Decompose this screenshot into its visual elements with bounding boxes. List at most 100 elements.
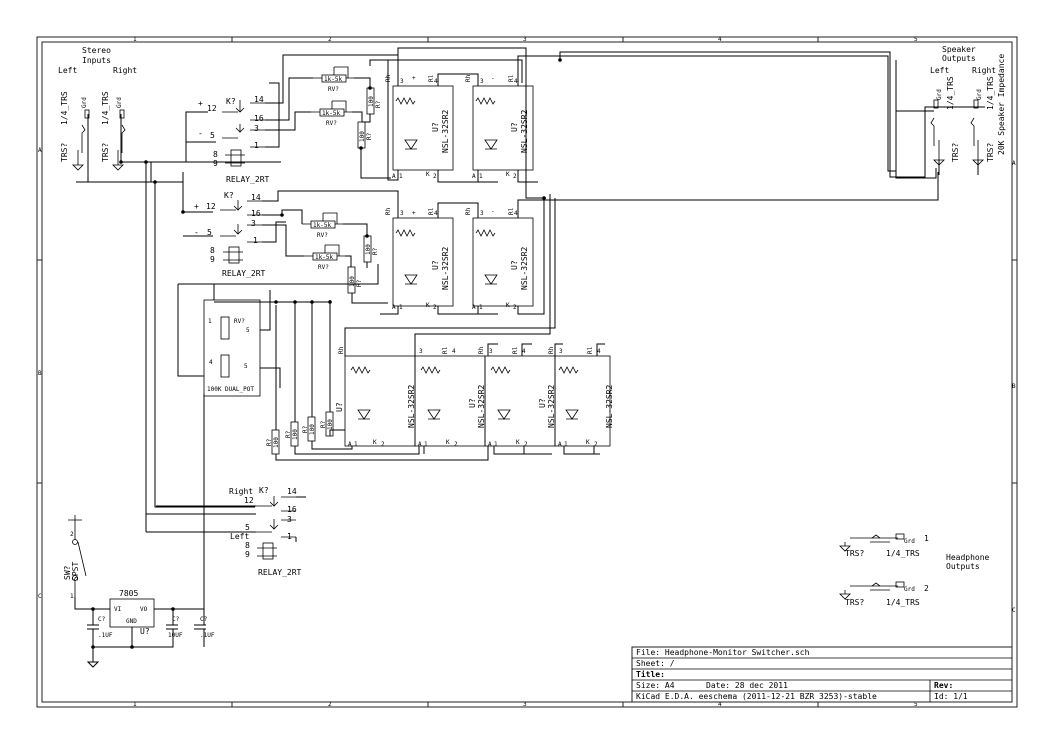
svg-text:1/4_TRS: 1/4_TRS [101, 91, 110, 125]
pot-rv4: 1k-5k RV? [304, 244, 345, 271]
svg-text:NSL-32SR2: NSL-32SR2 [441, 246, 450, 290]
resistor-r1: 100 R? [366, 87, 382, 115]
svg-text:-: - [491, 75, 495, 82]
svg-text:K: K [506, 171, 510, 178]
svg-text:R?: R? [320, 420, 327, 428]
svg-text:12: 12 [244, 496, 254, 505]
svg-text:1: 1 [208, 318, 212, 325]
svg-text:Rl: Rl [512, 346, 519, 354]
svg-text:2: 2 [433, 304, 437, 311]
svg-text:3: 3 [480, 78, 484, 85]
output-right-label: Right [972, 66, 996, 75]
svg-text:5: 5 [246, 327, 250, 334]
svg-text:SPST: SPST [71, 562, 80, 581]
svg-text:NSL-32SR2: NSL-32SR2 [477, 384, 486, 428]
svg-text:1: 1 [70, 593, 74, 600]
relay-k1: K? 14 + 12 16 3 - 5 1 8 9 RELAY_2RT [198, 95, 270, 184]
svg-text:Rl: Rl [428, 74, 435, 82]
sheet-frame [36, 36, 1018, 708]
column-labels-top: 1 2 3 4 5 [133, 36, 918, 43]
svg-text:TRS?: TRS? [951, 143, 960, 162]
svg-text:9: 9 [210, 255, 215, 264]
svg-text:Rh: Rh [338, 346, 345, 354]
svg-text:1/4_TRS: 1/4_TRS [886, 598, 920, 607]
svg-text:4: 4 [209, 359, 213, 366]
svg-text:1: 1 [287, 532, 292, 541]
svg-text:-: - [491, 208, 495, 215]
svg-text:16: 16 [251, 209, 261, 218]
output-left-label: Left [930, 66, 949, 75]
svg-text:U?: U? [538, 398, 547, 408]
svg-text:GND: GND [126, 618, 137, 625]
inputs-group-label-2: Inputs [82, 56, 111, 65]
title-block-sheet: Sheet: / [636, 659, 675, 668]
svg-text:2: 2 [70, 531, 74, 538]
svg-text:8: 8 [245, 541, 250, 550]
svg-text:8: 8 [210, 246, 215, 255]
svg-text:Rl: Rl [587, 346, 594, 354]
svg-text:5: 5 [207, 228, 212, 237]
svg-text:Rh: Rh [385, 207, 392, 215]
svg-text:100K DUAL_POT: 100K DUAL_POT [207, 386, 254, 393]
outputs-group-label-2: Outputs [942, 54, 976, 63]
title-block-rev: Rev: [934, 681, 953, 690]
svg-text:K?: K? [259, 486, 269, 495]
svg-text:14: 14 [287, 487, 297, 496]
svg-text:3: 3 [559, 348, 563, 355]
svg-text:C?: C? [98, 616, 106, 623]
svg-text:1: 1 [399, 304, 403, 311]
svg-text:3: 3 [400, 210, 404, 217]
col-label-2: 2 [328, 36, 332, 43]
svg-text:VO: VO [140, 606, 148, 613]
output-jack-right: 1/4_TRS Grd TRS? [970, 76, 995, 166]
svg-text:3: 3 [419, 348, 423, 355]
svg-text:Grd: Grd [81, 97, 88, 108]
svg-text:RV?: RV? [318, 264, 329, 271]
svg-text:1: 1 [253, 236, 258, 245]
svg-text:A: A [392, 173, 396, 180]
svg-text:1/4_TRS: 1/4_TRS [60, 91, 69, 125]
svg-text:5: 5 [245, 523, 250, 532]
svg-text:K: K [516, 439, 520, 446]
svg-text:1/4_TRS: 1/4_TRS [946, 76, 955, 110]
switch-spst: SW? SPST 1 2 [63, 515, 87, 600]
column-labels-bottom: 1 2 3 4 5 [133, 701, 918, 708]
row-label-b: B [38, 370, 42, 377]
svg-text:1: 1 [424, 441, 428, 448]
svg-text:A: A [472, 173, 476, 180]
svg-text:NSL-32SR2: NSL-32SR2 [605, 384, 614, 428]
svg-text:1/4_TRS: 1/4_TRS [986, 76, 995, 110]
svg-text:A: A [418, 441, 422, 448]
svg-text:4: 4 [434, 78, 438, 85]
svg-text:10UF: 10UF [168, 632, 183, 639]
svg-text:100: 100 [327, 419, 334, 430]
svg-text:A: A [558, 441, 562, 448]
row-label-b: B [1012, 383, 1016, 390]
svg-text:Rh: Rh [478, 346, 485, 354]
svg-text:SW?: SW? [63, 565, 72, 580]
svg-text:1: 1 [254, 141, 259, 150]
svg-text:2: 2 [513, 173, 517, 180]
svg-text:5: 5 [210, 131, 215, 140]
title-block-title: Title: [636, 669, 665, 679]
svg-text:.1UF: .1UF [200, 632, 215, 639]
row-labels: A B C A B C [38, 147, 1016, 614]
junctions [91, 58, 562, 649]
headphone-label-2: Outputs [946, 562, 980, 571]
col-label-3: 3 [523, 36, 527, 43]
col-label-2: 2 [328, 701, 332, 708]
svg-text:100: 100 [309, 424, 316, 435]
svg-text:RELAY_2RT: RELAY_2RT [222, 269, 266, 278]
headphone-outputs: Headphone Outputs Grd TRS? 1/4_TRS 1 Grd… [839, 533, 990, 607]
svg-text:12: 12 [206, 202, 216, 211]
svg-text:VI: VI [114, 606, 122, 613]
wires [74, 47, 985, 668]
svg-text:RV?: RV? [328, 86, 339, 93]
svg-text:2: 2 [454, 441, 458, 448]
svg-text:1k-5k: 1k-5k [315, 254, 333, 261]
input-jack-right: 1/4_TRS Grd TRS? [101, 91, 126, 171]
svg-text:+: + [194, 202, 199, 211]
svg-text:+: + [412, 210, 416, 217]
svg-text:TRS?: TRS? [845, 549, 864, 558]
svg-text:Rh: Rh [548, 346, 555, 354]
